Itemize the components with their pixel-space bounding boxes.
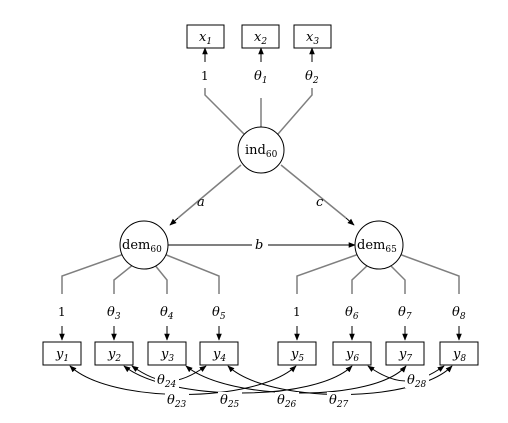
dem65-to-y5-line <box>296 253 360 294</box>
observed-y2: y2 <box>94 341 134 366</box>
latent-dem65: dem65 <box>354 220 404 270</box>
observed-y8: y8 <box>439 341 479 366</box>
dem65-to-y6-line <box>351 263 370 294</box>
cov-theta26-label: θ26 <box>277 393 297 410</box>
svg-text:y1: y1 <box>55 347 69 364</box>
path-c-arrow <box>345 217 355 226</box>
observed-x3: x3 <box>293 24 332 49</box>
loading-y3-label: θ4 <box>160 305 174 322</box>
dem65-to-y8-line <box>398 253 460 294</box>
path-a-label: a <box>197 195 205 210</box>
svg-text:y7: y7 <box>398 347 412 364</box>
latent-dem60: dem60 <box>119 220 169 270</box>
svg-text:x1: x1 <box>199 30 212 47</box>
dem60-to-y3-line <box>153 263 168 294</box>
svg-text:y8: y8 <box>452 347 466 364</box>
observed-y6: y6 <box>332 341 372 366</box>
svg-text:y3: y3 <box>160 347 174 364</box>
observed-y1: y1 <box>42 341 82 366</box>
observed-y5: y5 <box>277 341 317 366</box>
loading-y1-label: 1 <box>58 305 66 319</box>
svg-text:ind60: ind60 <box>245 143 278 160</box>
path-a-arrow <box>169 217 179 226</box>
observed-y3: y3 <box>147 341 187 366</box>
svg-text:y2: y2 <box>107 347 121 364</box>
observed-y4: y4 <box>199 341 239 366</box>
svg-text:x2: x2 <box>254 30 267 47</box>
observed-x2: x2 <box>241 24 280 49</box>
loading-y6-label: θ6 <box>345 305 359 322</box>
path-a-line <box>177 164 242 219</box>
dem60-to-y4-line <box>163 253 220 294</box>
cov-theta25-label: θ25 <box>220 393 240 410</box>
dem60-to-y2-line <box>113 263 135 294</box>
loading-y7-label: θ7 <box>398 305 412 322</box>
cov-theta24-label: θ24 <box>157 373 177 390</box>
svg-text:y6: y6 <box>345 347 359 364</box>
svg-text:dem60: dem60 <box>122 238 162 255</box>
loading-y5-label: 1 <box>293 305 301 319</box>
cov-theta28-label: θ28 <box>407 373 427 390</box>
loading-x3-label: θ2 <box>305 69 319 86</box>
loading-y4-label: θ5 <box>212 305 226 322</box>
path-b-label: b <box>255 238 263 253</box>
svg-text:dem65: dem65 <box>357 238 397 255</box>
loading-y8-label: θ8 <box>452 305 466 322</box>
dem65-to-y7-line <box>388 263 406 294</box>
ind-to-x1-line <box>204 88 245 135</box>
observed-x1: x1 <box>186 24 225 49</box>
path-c-label: c <box>316 195 324 210</box>
cov-theta23-label: θ23 <box>167 393 187 410</box>
ind-to-x3-line <box>277 88 313 135</box>
cov-y1-y5-curve <box>69 365 297 395</box>
loading-y2-label: θ3 <box>107 305 121 322</box>
svg-text:x3: x3 <box>306 30 319 47</box>
observed-y7: y7 <box>385 341 425 366</box>
path-c-line <box>280 164 347 219</box>
latent-ind60: ind60 <box>237 126 285 174</box>
svg-text:y5: y5 <box>290 347 304 364</box>
cov-theta27-label: θ27 <box>329 393 349 410</box>
svg-text:y4: y4 <box>212 347 226 364</box>
dem60-to-y1-line <box>61 253 125 294</box>
loading-x2-label: θ1 <box>254 69 268 86</box>
loading-x1-label: 1 <box>201 69 209 83</box>
